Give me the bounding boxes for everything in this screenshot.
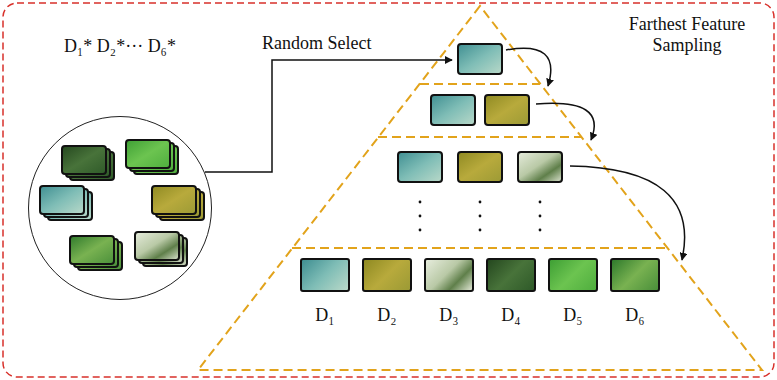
ellipsis-dot — [539, 215, 542, 218]
set-heading: D₁* D₂*··· D₆* — [64, 36, 176, 57]
sampling-arrow — [536, 103, 594, 140]
image-tile — [518, 152, 562, 182]
ellipsis-dot — [479, 215, 482, 218]
image-tile — [40, 186, 84, 214]
level-divider — [420, 83, 540, 85]
image-tile: D₄ — [486, 258, 536, 292]
sample-pool-circle: D₁* D₂*··· D₆* — [28, 116, 212, 300]
level-divider — [378, 136, 582, 138]
sampling-arrow — [570, 166, 685, 260]
image-tile: D₂ — [362, 258, 412, 292]
image-tile — [458, 152, 502, 182]
ellipsis-dot — [419, 215, 422, 218]
subset-label: D₁ — [315, 305, 334, 326]
image-tile — [458, 44, 502, 74]
image-tile: D₆ — [610, 258, 660, 292]
image-tile — [398, 152, 442, 182]
subset-label: D₃ — [439, 305, 458, 326]
image-tile — [62, 146, 106, 174]
ellipsis-dot — [419, 201, 422, 204]
outer-dashed-frame — [3, 3, 774, 377]
level-divider — [292, 247, 668, 249]
image-tile: D₃ — [424, 258, 474, 292]
image-tile — [126, 140, 170, 168]
image-tile — [431, 95, 475, 125]
image-tile — [70, 236, 114, 264]
image-tile: D₁ — [300, 258, 350, 292]
ellipsis-dot — [479, 229, 482, 232]
image-tile: D₅ — [548, 258, 598, 292]
subset-label: D₆ — [625, 305, 644, 326]
ellipsis-dot — [539, 229, 542, 232]
subset-label: D₅ — [563, 305, 582, 326]
pyramid-outline — [198, 6, 762, 370]
step-label: Random Select — [262, 33, 402, 54]
ellipsis-dot — [479, 201, 482, 204]
ellipsis-dot — [419, 229, 422, 232]
image-tile — [152, 186, 196, 214]
image-tile — [485, 95, 529, 125]
ellipsis-dot — [539, 201, 542, 204]
step-label: Farthest Feature Sampling — [612, 14, 762, 55]
subset-label: D₄ — [501, 305, 520, 326]
image-tile — [135, 232, 179, 260]
subset-label: D₂ — [377, 305, 396, 326]
sampling-arrow — [506, 48, 551, 86]
